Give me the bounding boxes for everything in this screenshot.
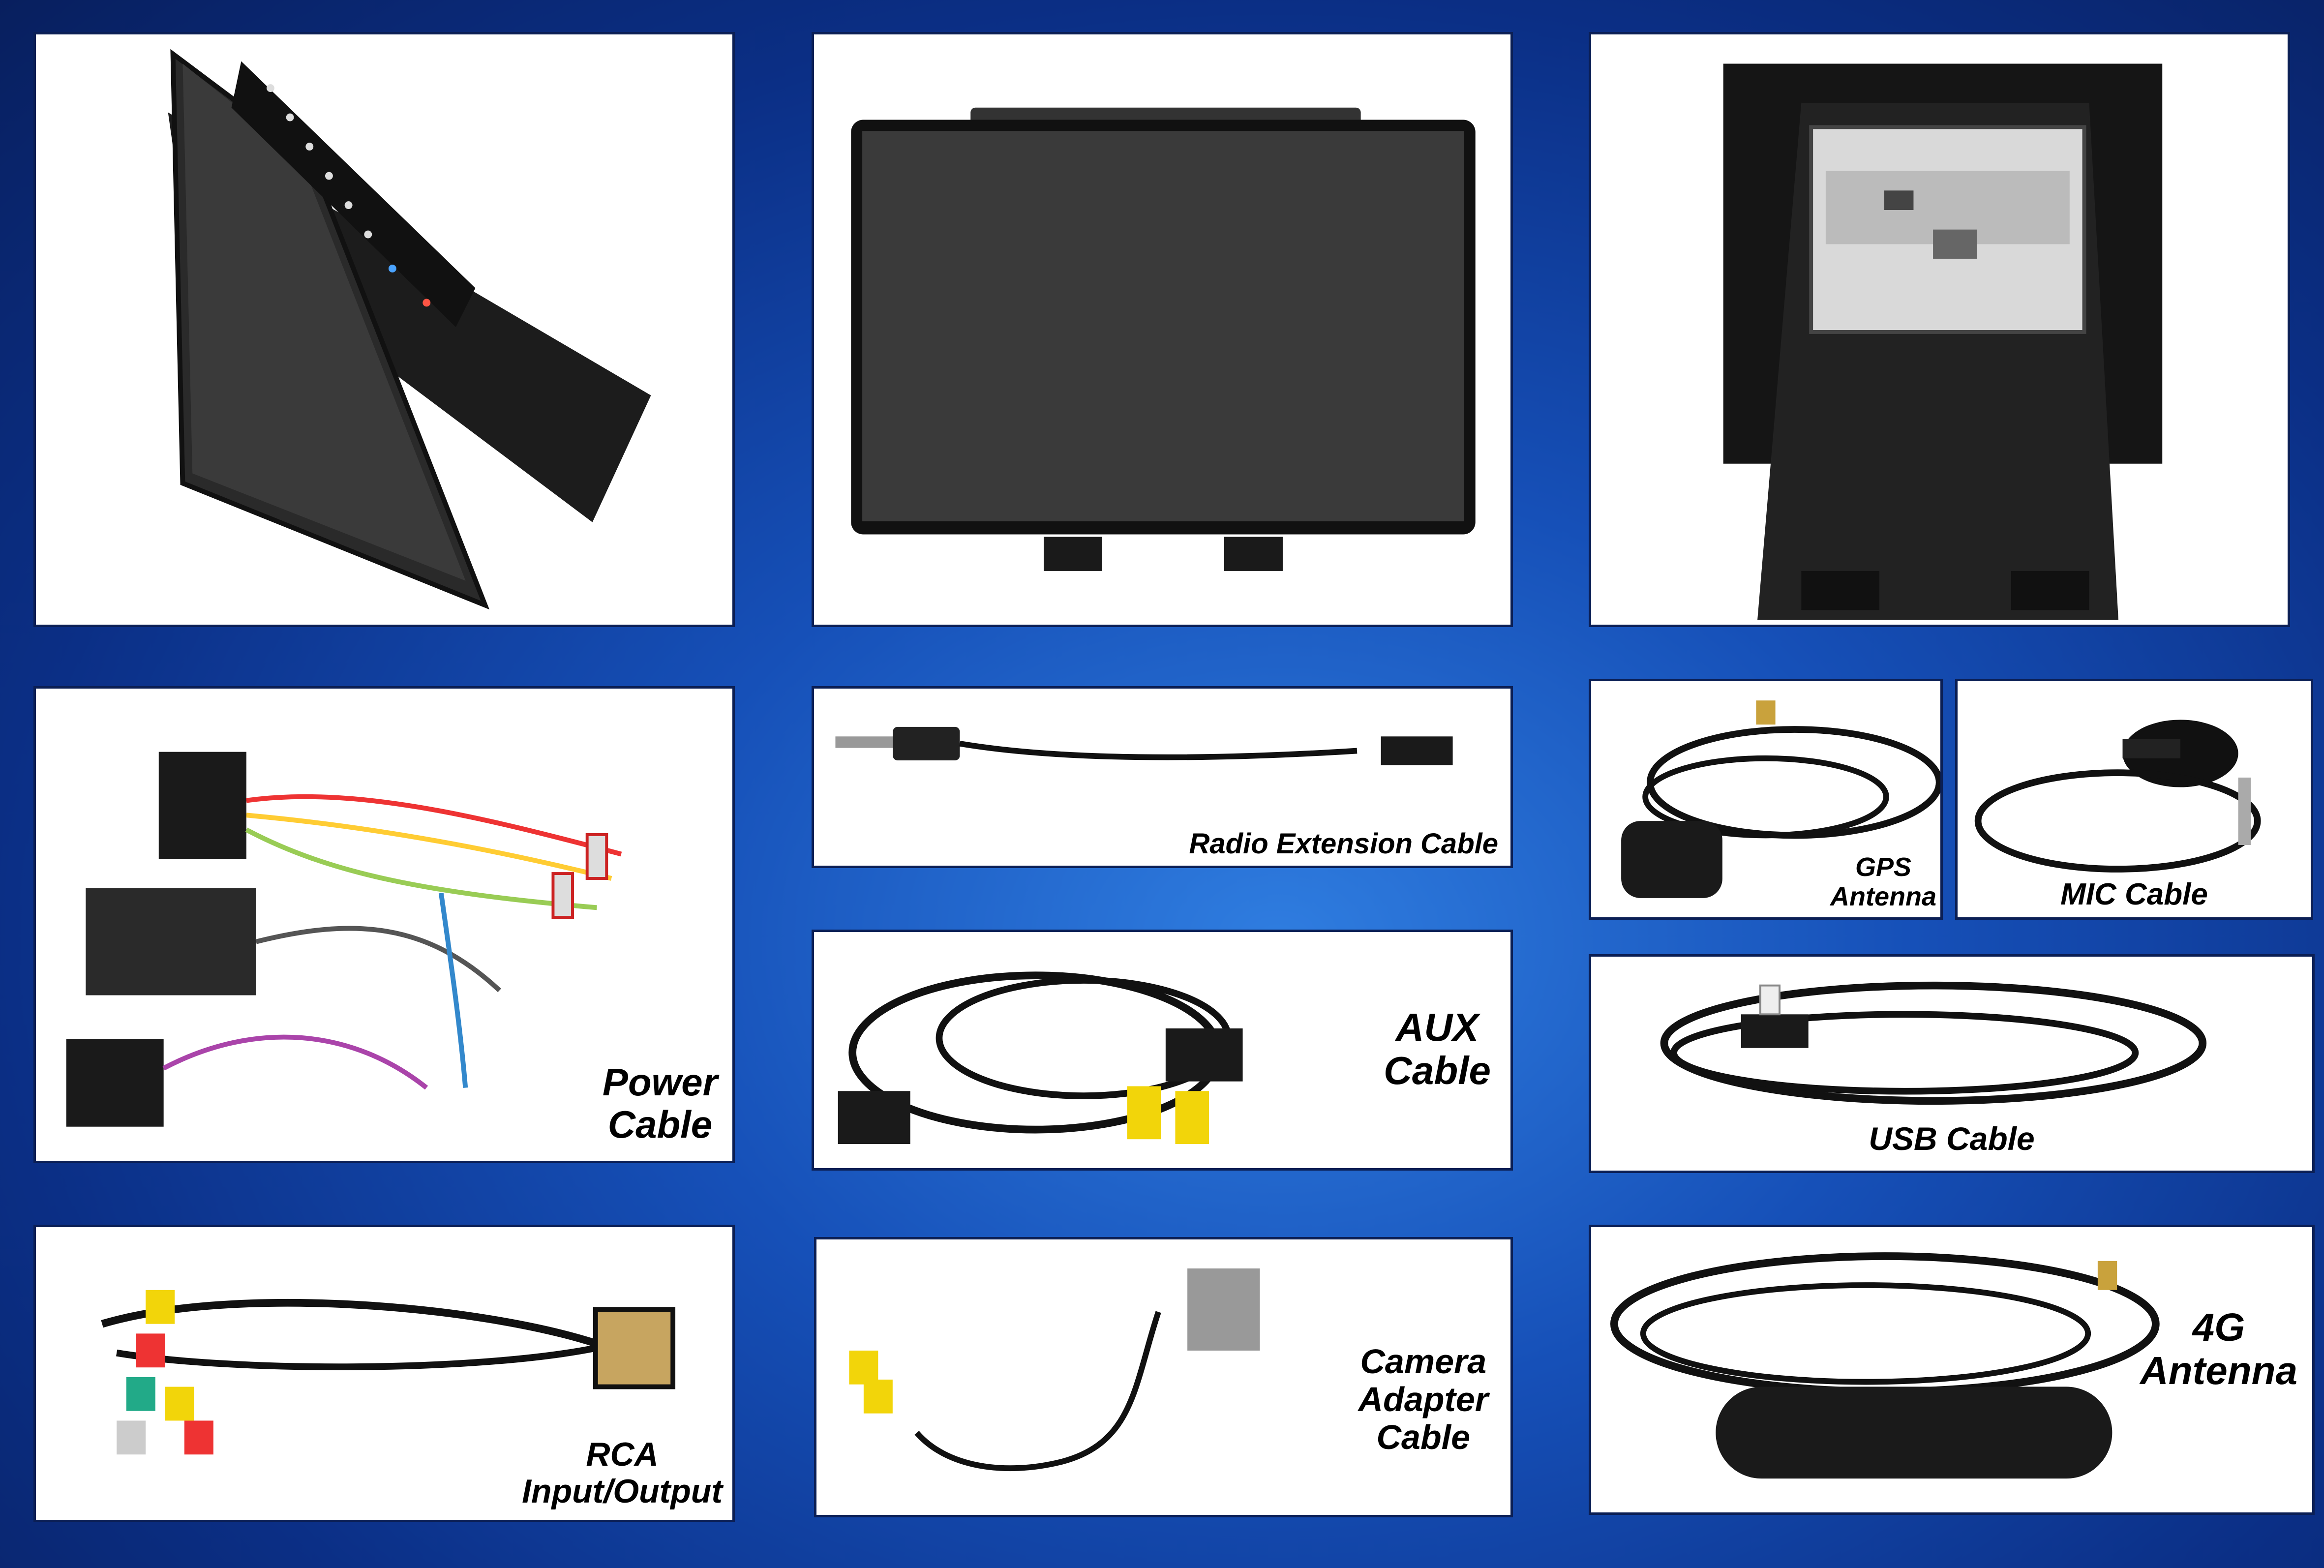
power-cable-label: Power Cable xyxy=(602,1060,718,1146)
power-cable-image xyxy=(66,752,622,1127)
camera-adapter-cable-image xyxy=(849,1268,1260,1472)
tile-head-unit-front xyxy=(812,32,1513,627)
head-unit-back-image xyxy=(1723,63,2163,620)
aux-cable-image xyxy=(838,971,1243,1145)
tile-rca-input-output: RCA Input/Output xyxy=(33,1225,735,1522)
tile-mic-cable: MIC Cable xyxy=(1955,679,2313,920)
usb-cable-label: USB Cable xyxy=(1869,1120,2035,1157)
tile-head-unit-side xyxy=(33,32,735,627)
head-unit-side-image xyxy=(168,49,651,610)
gps-antenna-label: GPS Antenna xyxy=(1830,852,1936,911)
camera-adapter-cable-label: Camera Adapter Cable xyxy=(1358,1342,1488,1456)
radio-extension-cable-label: Radio Extension Cable xyxy=(1189,828,1498,860)
rca-input-output-image xyxy=(101,1290,676,1455)
tile-camera-adapter-cable: Camera Adapter Cable xyxy=(814,1237,1513,1517)
head-unit-front-image xyxy=(851,107,1476,571)
tile-gps-antenna: GPS Antenna xyxy=(1589,679,1943,920)
tile-usb-cable: USB Cable xyxy=(1589,954,2315,1173)
mic-cable-label: MIC Cable xyxy=(2060,877,2208,911)
tile-radio-extension-cable: Radio Extension Cable xyxy=(812,686,1513,868)
4g-antenna-image xyxy=(1610,1252,2160,1479)
tile-power-cable: Power Cable xyxy=(33,686,735,1163)
tile-4g-antenna: 4G Antenna xyxy=(1589,1225,2315,1515)
tile-head-unit-back xyxy=(1589,32,2290,627)
radio-extension-cable-image xyxy=(835,726,1453,765)
aux-cable-label: AUX Cable xyxy=(1384,1005,1491,1092)
4g-antenna-label: 4G Antenna xyxy=(2140,1305,2297,1392)
mic-cable-image xyxy=(1974,720,2261,873)
tile-aux-cable: AUX Cable xyxy=(812,930,1513,1171)
rca-input-output-label: RCA Input/Output xyxy=(522,1436,723,1510)
gps-antenna-image xyxy=(1621,700,1940,898)
usb-cable-image xyxy=(1660,981,2207,1105)
